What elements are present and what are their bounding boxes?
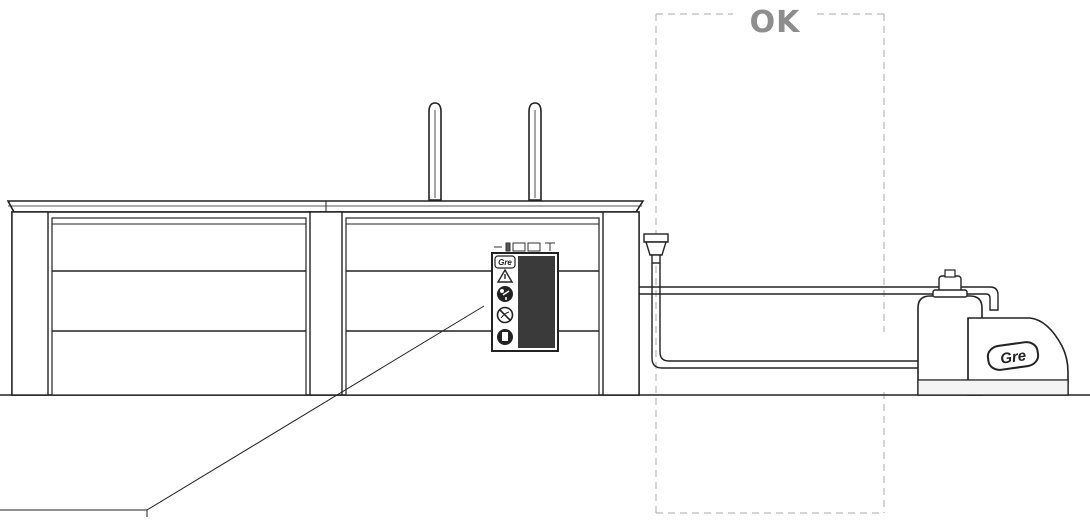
leader-line (0, 509, 148, 517)
no-diving-icon (496, 306, 514, 324)
brand-logo-text: Gre (999, 347, 1027, 367)
ok-zone-label: OK (733, 6, 817, 40)
safety-sign: Gre (491, 242, 559, 352)
skimmer (643, 233, 669, 264)
sign-brand-text: Gre (498, 258, 512, 267)
sign-header-icons (494, 242, 555, 252)
mandatory-instruction-icon (497, 329, 513, 345)
filter-pump-unit: Gre (917, 269, 1069, 396)
safety-zone (655, 13, 885, 514)
warning-triangle-icon (496, 268, 514, 283)
child-supervision-icon (497, 286, 513, 302)
pool-ladder (428, 102, 542, 201)
pipes (639, 263, 999, 369)
brand-logo-icon: Gre (986, 341, 1040, 371)
